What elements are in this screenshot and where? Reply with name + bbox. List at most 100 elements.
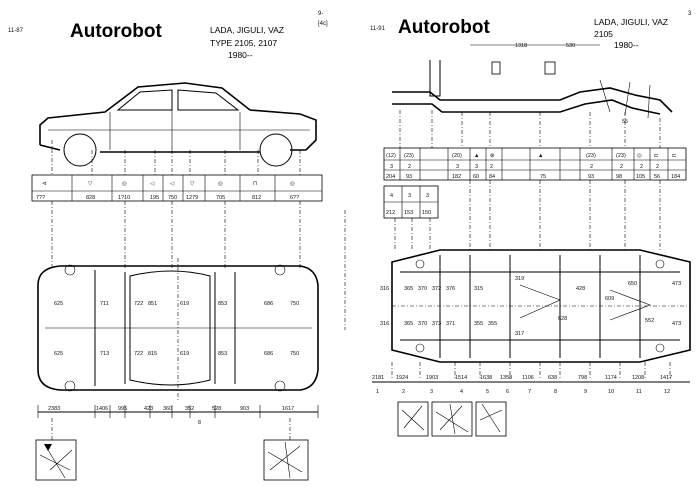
ud-7: 372 (432, 286, 441, 292)
ud-6: 370 (418, 321, 427, 327)
r2-val-8: 98 (616, 174, 622, 180)
svg-text:◎: ◎ (122, 181, 127, 187)
left-page-ref: 11-87 (8, 28, 24, 34)
r1-val-9: 2 (656, 164, 659, 170)
svg-text:◎: ◎ (637, 153, 642, 159)
right-year: 1980-- (614, 40, 639, 50)
frame-side-view: 55 (392, 60, 673, 125)
plan-dim-3: 711 (100, 301, 109, 307)
side-val-1: 7?? (36, 195, 45, 201)
stack-6: 150 (422, 210, 431, 216)
ud-r3: 473 (672, 321, 681, 327)
bi-11: 11 (636, 389, 642, 395)
left-corner-mark-1: 9- (318, 11, 323, 17)
stack-4: 153 (404, 210, 413, 216)
r1-val-4: 3 (475, 164, 478, 170)
svg-text:▲: ▲ (474, 153, 479, 159)
r2-val-4: 60 (473, 174, 479, 180)
bd-9: 798 (578, 375, 587, 381)
plan-dim-8: 815 (148, 351, 157, 357)
left-brand-title: Autorobot (70, 21, 162, 42)
plan-dim-5: 722 (134, 301, 143, 307)
ud-r1: 650 (628, 281, 637, 287)
bottom-dim-1: 2383 (48, 406, 60, 412)
plan-dim-6: 851 (148, 301, 157, 307)
r1-val-6: 2 (590, 164, 593, 170)
svg-text:⊏: ⊏ (672, 153, 677, 159)
plan-dim-12: 853 (218, 351, 227, 357)
left-model-line2: TYPE 2105, 2107 (210, 38, 277, 48)
svg-text:◁: ◁ (150, 181, 155, 187)
plan-dim-10: 619 (180, 351, 189, 357)
plan-dim-16: 750 (290, 351, 299, 357)
side-val-2: 828 (86, 195, 95, 201)
bottom-dim-4: 423 (144, 406, 153, 412)
bottom-index: 8 (198, 420, 201, 426)
stack-5: 3 (426, 193, 429, 199)
svg-text:◎: ◎ (290, 181, 295, 187)
plan-dim-15: 750 (290, 301, 299, 307)
ud-r2: 473 (672, 281, 681, 287)
bd-5: 1638 (480, 375, 492, 381)
top-dim-1: 1318 (515, 43, 527, 49)
left-model-line1: LADA, JIGULI, VAZ (210, 25, 284, 35)
side-val-8: 812 (252, 195, 261, 201)
svg-text:(20): (20) (452, 153, 462, 159)
r2-val-6: 75 (540, 174, 546, 180)
left-side-table: ⊲ ▽ ◎ ◁ ◁ ▽ ◎ ⊓ ◎ 7?? 828 1?10 195 750 1… (31, 174, 323, 202)
right-model-line1: LADA, JIGULI, VAZ (594, 17, 668, 27)
ud-11: 315 (474, 286, 483, 292)
ud-9: 376 (446, 286, 455, 292)
svg-text:(23): (23) (586, 153, 596, 159)
bottom-dim-9: 1617 (282, 406, 294, 412)
right-corner-mark: 3 (688, 11, 692, 17)
car-plan-view: 625 625 711 713 722 851 722 815 619 619 … (37, 258, 319, 400)
ud-r4: 552 (645, 318, 654, 324)
right-brand-title: Autorobot (398, 17, 490, 38)
ud-2: 316 (380, 321, 389, 327)
side-val-6: 1279 (186, 195, 198, 201)
ud-m1: 319 (515, 276, 524, 282)
bd-1: 2181 (372, 375, 384, 381)
side-val-9: 6?? (290, 195, 299, 201)
bottom-dim-2: 1406 (96, 406, 108, 412)
bi-4: 4 (460, 389, 463, 395)
right-page: 11-91 3 Autorobot LADA, JIGULI, VAZ 2105… (370, 11, 692, 437)
svg-text:(12): (12) (386, 153, 396, 159)
r2-val-9: 105 (636, 174, 645, 180)
plan-dim-11: 853 (218, 301, 227, 307)
plan-dim-1: 625 (54, 301, 63, 307)
left-bottom-dimensions: 2383 1406 995 423 360 352 528 903 1617 8 (37, 405, 319, 426)
ud-m3: 428 (576, 286, 585, 292)
ud-10: 371 (446, 321, 455, 327)
right-bottom-dimensions: 2181 1924 1903 1514 1638 1358 1106 638 7… (372, 362, 690, 395)
right-side-table: (12) (23) (20) ▲ ⊗ ▲ (23) (23) ◎ ⊏ ⊏ 3 2… (383, 147, 687, 181)
plan-dim-7: 722 (134, 351, 143, 357)
ud-m4: 628 (558, 316, 567, 322)
plan-dim-13: 686 (264, 301, 273, 307)
ud-1: 316 (380, 286, 389, 292)
r2-val-3: 182 (452, 174, 461, 180)
bi-6: 6 (506, 389, 509, 395)
r2-val-10: 56 (654, 174, 660, 180)
svg-text:(23): (23) (616, 153, 626, 159)
side-val-3: 1?10 (118, 195, 130, 201)
svg-text:◎: ◎ (218, 181, 223, 187)
r2-val-7: 93 (588, 174, 594, 180)
bd-10: 1174 (605, 375, 617, 381)
r2-val-5: 84 (489, 174, 495, 180)
bi-5: 5 (486, 389, 489, 395)
bi-2: 2 (402, 389, 405, 395)
ud-5: 370 (418, 286, 427, 292)
stack-3: 3 (408, 193, 411, 199)
r1-val-3: 3 (456, 164, 459, 170)
ud-r5: 609 (605, 296, 614, 302)
svg-text:▲: ▲ (538, 153, 543, 159)
bd-12: 1417 (660, 375, 672, 381)
underbody-view: 316 316 365 365 370 370 372 373 376 371 … (380, 249, 691, 363)
ud-m2: 317 (515, 331, 524, 337)
bd-7: 1106 (522, 375, 534, 381)
bi-1: 1 (376, 389, 379, 395)
